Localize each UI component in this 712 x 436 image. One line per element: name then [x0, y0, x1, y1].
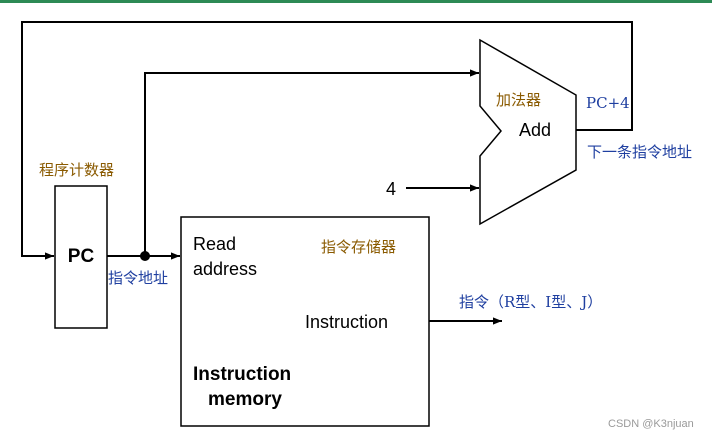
pc-label: PC [68, 246, 95, 267]
adder-cn-label: 加法器 [496, 91, 541, 109]
next-instruction-address-label: 下一条指令地址 [587, 143, 692, 161]
read-address-label-line1: Read [193, 234, 236, 254]
instruction-memory-title-line2: memory [208, 389, 282, 410]
constant-four-label: 4 [386, 179, 396, 199]
instruction-types-label: 指令（R型、I型、J） [459, 293, 602, 311]
watermark: CSDN @K3njuan [608, 418, 694, 430]
pc-register [54, 185, 108, 329]
adder-unit [479, 38, 577, 226]
instruction-memory-title-line1: Instruction [193, 364, 291, 385]
program-counter-label: 程序计数器 [39, 161, 114, 179]
instruction-memory-cn-label: 指令存储器 [321, 238, 396, 256]
top-accent-bar [0, 0, 712, 3]
pc-to-adder-wire [144, 69, 479, 256]
instruction-address-label: 指令地址 [108, 269, 168, 287]
pc-plus-4-label: PC+4 [586, 94, 630, 112]
instruction-port-label: Instruction [305, 312, 388, 332]
instruction-memory-block [180, 216, 430, 427]
add-label: Add [519, 120, 551, 140]
junction-dot [140, 251, 150, 261]
feedback-wire [21, 21, 633, 260]
read-address-label-line2: address [193, 259, 257, 279]
